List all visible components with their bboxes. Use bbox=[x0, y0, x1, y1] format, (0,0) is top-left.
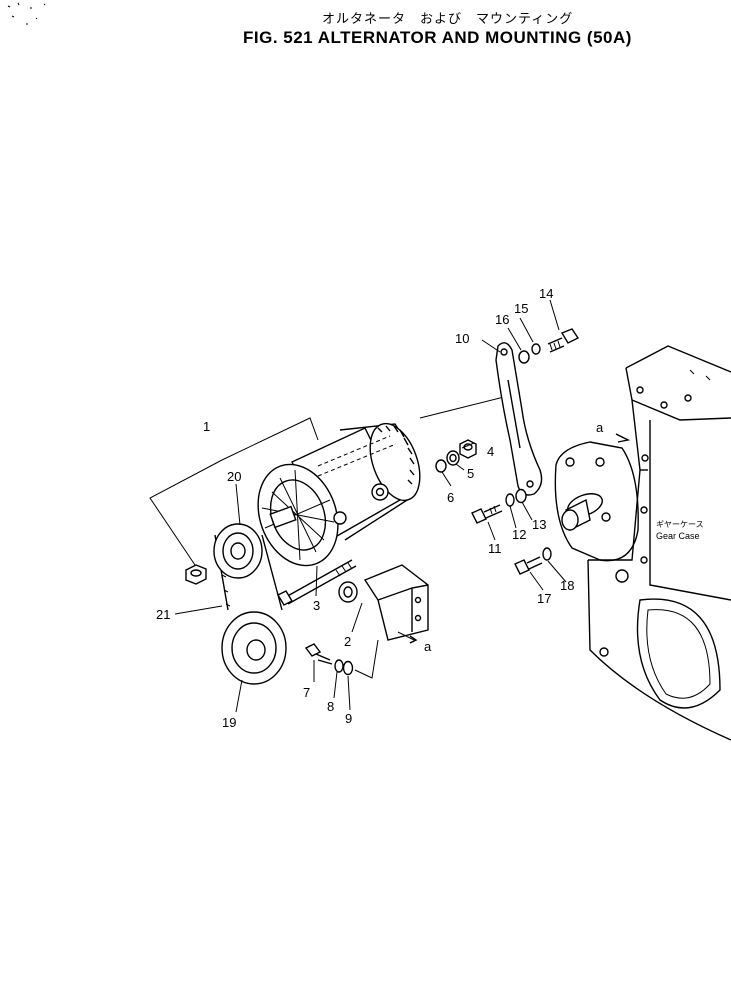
gear-case-label: Gear Case bbox=[656, 531, 700, 541]
callout-17: 17 bbox=[537, 591, 551, 606]
gear-case-flange bbox=[554, 441, 639, 562]
figure-title: FIG. 521 ALTERNATOR AND MOUNTING (50A) bbox=[243, 28, 632, 47]
nut-left bbox=[185, 564, 207, 585]
callout-2: 2 bbox=[344, 634, 351, 649]
callout-8: 8 bbox=[327, 699, 334, 714]
reference-letter-bracket: a bbox=[424, 639, 432, 654]
callout-12: 12 bbox=[512, 527, 526, 542]
callout-leaders bbox=[174, 299, 567, 713]
callout-11: 11 bbox=[488, 541, 502, 556]
callout-15: 15 bbox=[514, 301, 528, 316]
nut-washer-set-upper bbox=[435, 439, 477, 473]
gear-case-housing bbox=[587, 345, 731, 741]
bolt-washer-set-lower bbox=[304, 639, 379, 679]
callout-10: 10 bbox=[455, 331, 469, 346]
callout-20: 20 bbox=[227, 469, 241, 484]
mounting-bracket bbox=[338, 564, 429, 644]
callout-19: 19 bbox=[222, 715, 236, 730]
reference-letter-gear-case: a bbox=[596, 420, 604, 435]
callout-3: 3 bbox=[313, 598, 320, 613]
pulley-belt-assembly bbox=[213, 523, 287, 685]
callout-9: 9 bbox=[345, 711, 352, 726]
callout-16: 16 bbox=[495, 312, 509, 327]
long-bolt bbox=[277, 559, 357, 606]
callout-21: 21 bbox=[156, 607, 170, 622]
callout-14: 14 bbox=[539, 286, 553, 301]
figure-title-japanese: オルタネータ および マウンティング bbox=[322, 12, 574, 27]
callout-13: 13 bbox=[532, 517, 546, 532]
alternator-assembly bbox=[257, 422, 421, 567]
adjusting-bar bbox=[495, 342, 543, 496]
gear-case-label-japanese: ギヤーケース bbox=[656, 520, 704, 529]
callout-1: 1 bbox=[203, 419, 210, 434]
scan-specks bbox=[7, 2, 46, 25]
callout-7: 7 bbox=[303, 685, 310, 700]
bolt-washer-set-top bbox=[518, 328, 580, 364]
bolt-washer-set-middle bbox=[471, 488, 527, 524]
callout-numbers: 1 2 3 4 5 6 7 8 9 10 11 12 13 14 15 16 1… bbox=[156, 286, 574, 730]
callout-4: 4 bbox=[487, 444, 494, 459]
callout-5: 5 bbox=[467, 466, 474, 481]
bolt-washer-set-right bbox=[514, 547, 552, 575]
callout-18: 18 bbox=[560, 578, 574, 593]
callout-6: 6 bbox=[447, 490, 454, 505]
